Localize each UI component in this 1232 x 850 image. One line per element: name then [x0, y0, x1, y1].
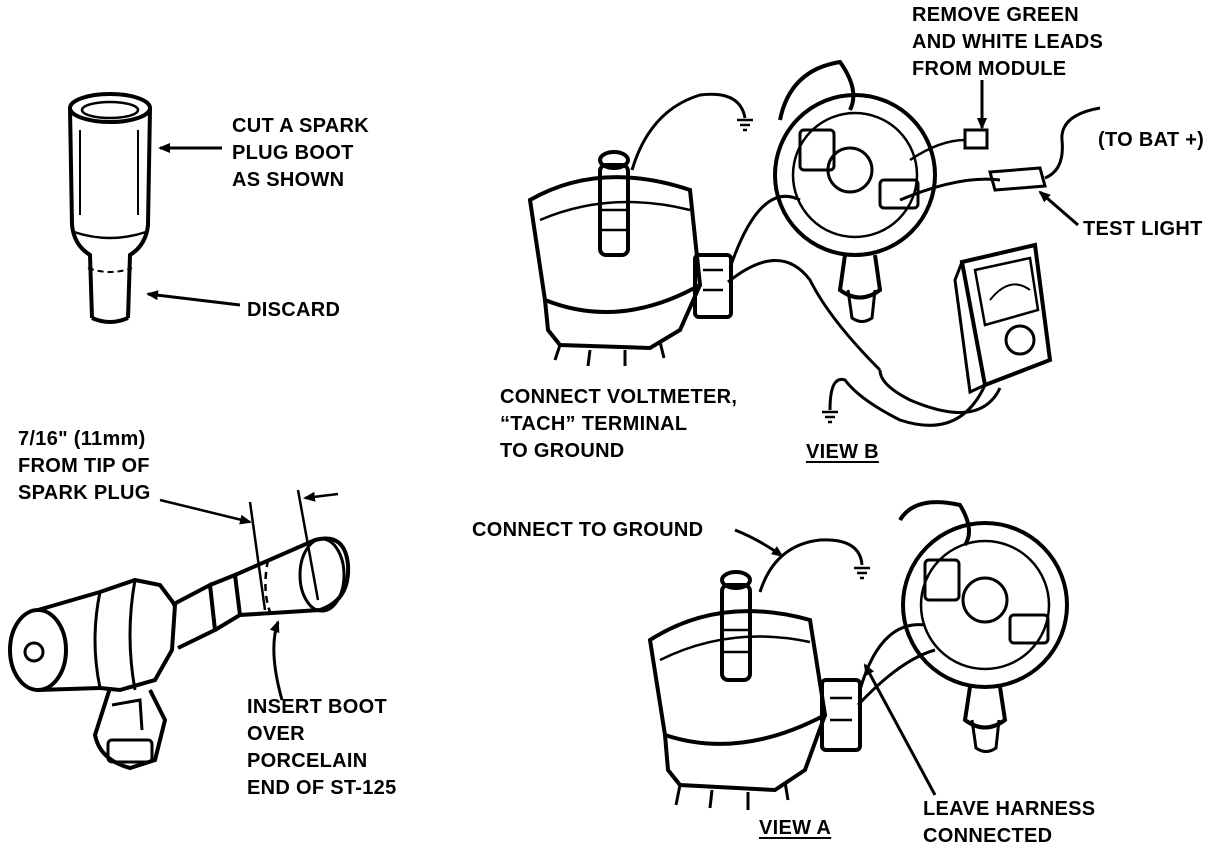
leave-harness-arrow — [863, 663, 937, 796]
discard-text: DISCARD — [247, 299, 341, 321]
measure-line-1: 7/16" (11mm) — [18, 428, 146, 450]
view-b-text: VIEW B — [806, 441, 879, 463]
remove-leads-line-2: AND WHITE LEADS — [912, 31, 1104, 53]
measurement-lines — [159, 489, 339, 611]
remove-leads-line-1: REMOVE GREEN — [912, 4, 1079, 26]
connect-voltmeter-label: CONNECT VOLTMETER, “TACH” TERMINAL TO GR… — [500, 384, 737, 465]
leave-harness-line-1: LEAVE HARNESS — [923, 798, 1096, 820]
to-bat-label: (TO BAT +) — [1098, 127, 1204, 154]
remove-leads-line-3: FROM MODULE — [912, 58, 1067, 80]
ground-symbol-view-b-top — [737, 118, 753, 132]
discard-arrow — [146, 290, 241, 307]
to-bat-text: (TO BAT +) — [1098, 129, 1205, 151]
st-125-spark-tester-illustration — [8, 536, 351, 771]
measure-line-2: FROM TIP OF — [18, 455, 150, 477]
insert-boot-line-1: INSERT BOOT — [247, 696, 387, 718]
connect-voltmeter-line-2: “TACH” TERMINAL — [500, 413, 688, 435]
view-a-label: VIEW A — [759, 815, 831, 842]
test-light-label: TEST LIGHT — [1083, 216, 1203, 243]
remove-leads-label: REMOVE GREEN AND WHITE LEADS FROM MODULE — [912, 2, 1103, 83]
insert-boot-label: INSERT BOOT OVER PORCELAIN END OF ST-125 — [247, 694, 397, 802]
leave-harness-line-2: CONNECTED — [923, 825, 1053, 847]
test-light-text: TEST LIGHT — [1083, 218, 1203, 240]
cut-boot-line-2: PLUG BOOT — [232, 142, 354, 164]
ground-symbol-view-b-bottom — [822, 410, 838, 424]
insert-boot-line-2: OVER — [247, 723, 305, 745]
leave-harness-label: LEAVE HARNESS CONNECTED — [923, 796, 1095, 850]
insert-boot-arrow — [269, 620, 284, 701]
test-light-arrow — [1038, 190, 1079, 227]
view-a-text: VIEW A — [759, 817, 832, 839]
measure-label: 7/16" (11mm) FROM TIP OF SPARK PLUG — [18, 426, 151, 507]
connect-voltmeter-line-3: TO GROUND — [500, 440, 625, 462]
connect-ground-arrow — [734, 528, 784, 558]
measure-line-3: SPARK PLUG — [18, 482, 151, 504]
discard-label: DISCARD — [247, 297, 340, 324]
insert-boot-line-4: END OF ST-125 — [247, 777, 397, 799]
cut-boot-line-1: CUT A SPARK — [232, 115, 370, 137]
insert-boot-line-3: PORCELAIN — [247, 750, 368, 772]
connect-voltmeter-line-1: CONNECT VOLTMETER, — [500, 386, 738, 408]
connect-ground-label: CONNECT TO GROUND — [472, 517, 703, 544]
connect-ground-text: CONNECT TO GROUND — [472, 519, 704, 541]
ground-symbol-view-a — [854, 566, 870, 580]
view-b-label: VIEW B — [806, 439, 879, 466]
cut-boot-label: CUT A SPARK PLUG BOOT AS SHOWN — [232, 113, 369, 194]
view-a-illustration — [647, 500, 1069, 810]
cut-boot-line-3: AS SHOWN — [232, 169, 345, 191]
view-b-illustration — [527, 59, 1101, 427]
spark-plug-boot-illustration — [68, 92, 152, 324]
